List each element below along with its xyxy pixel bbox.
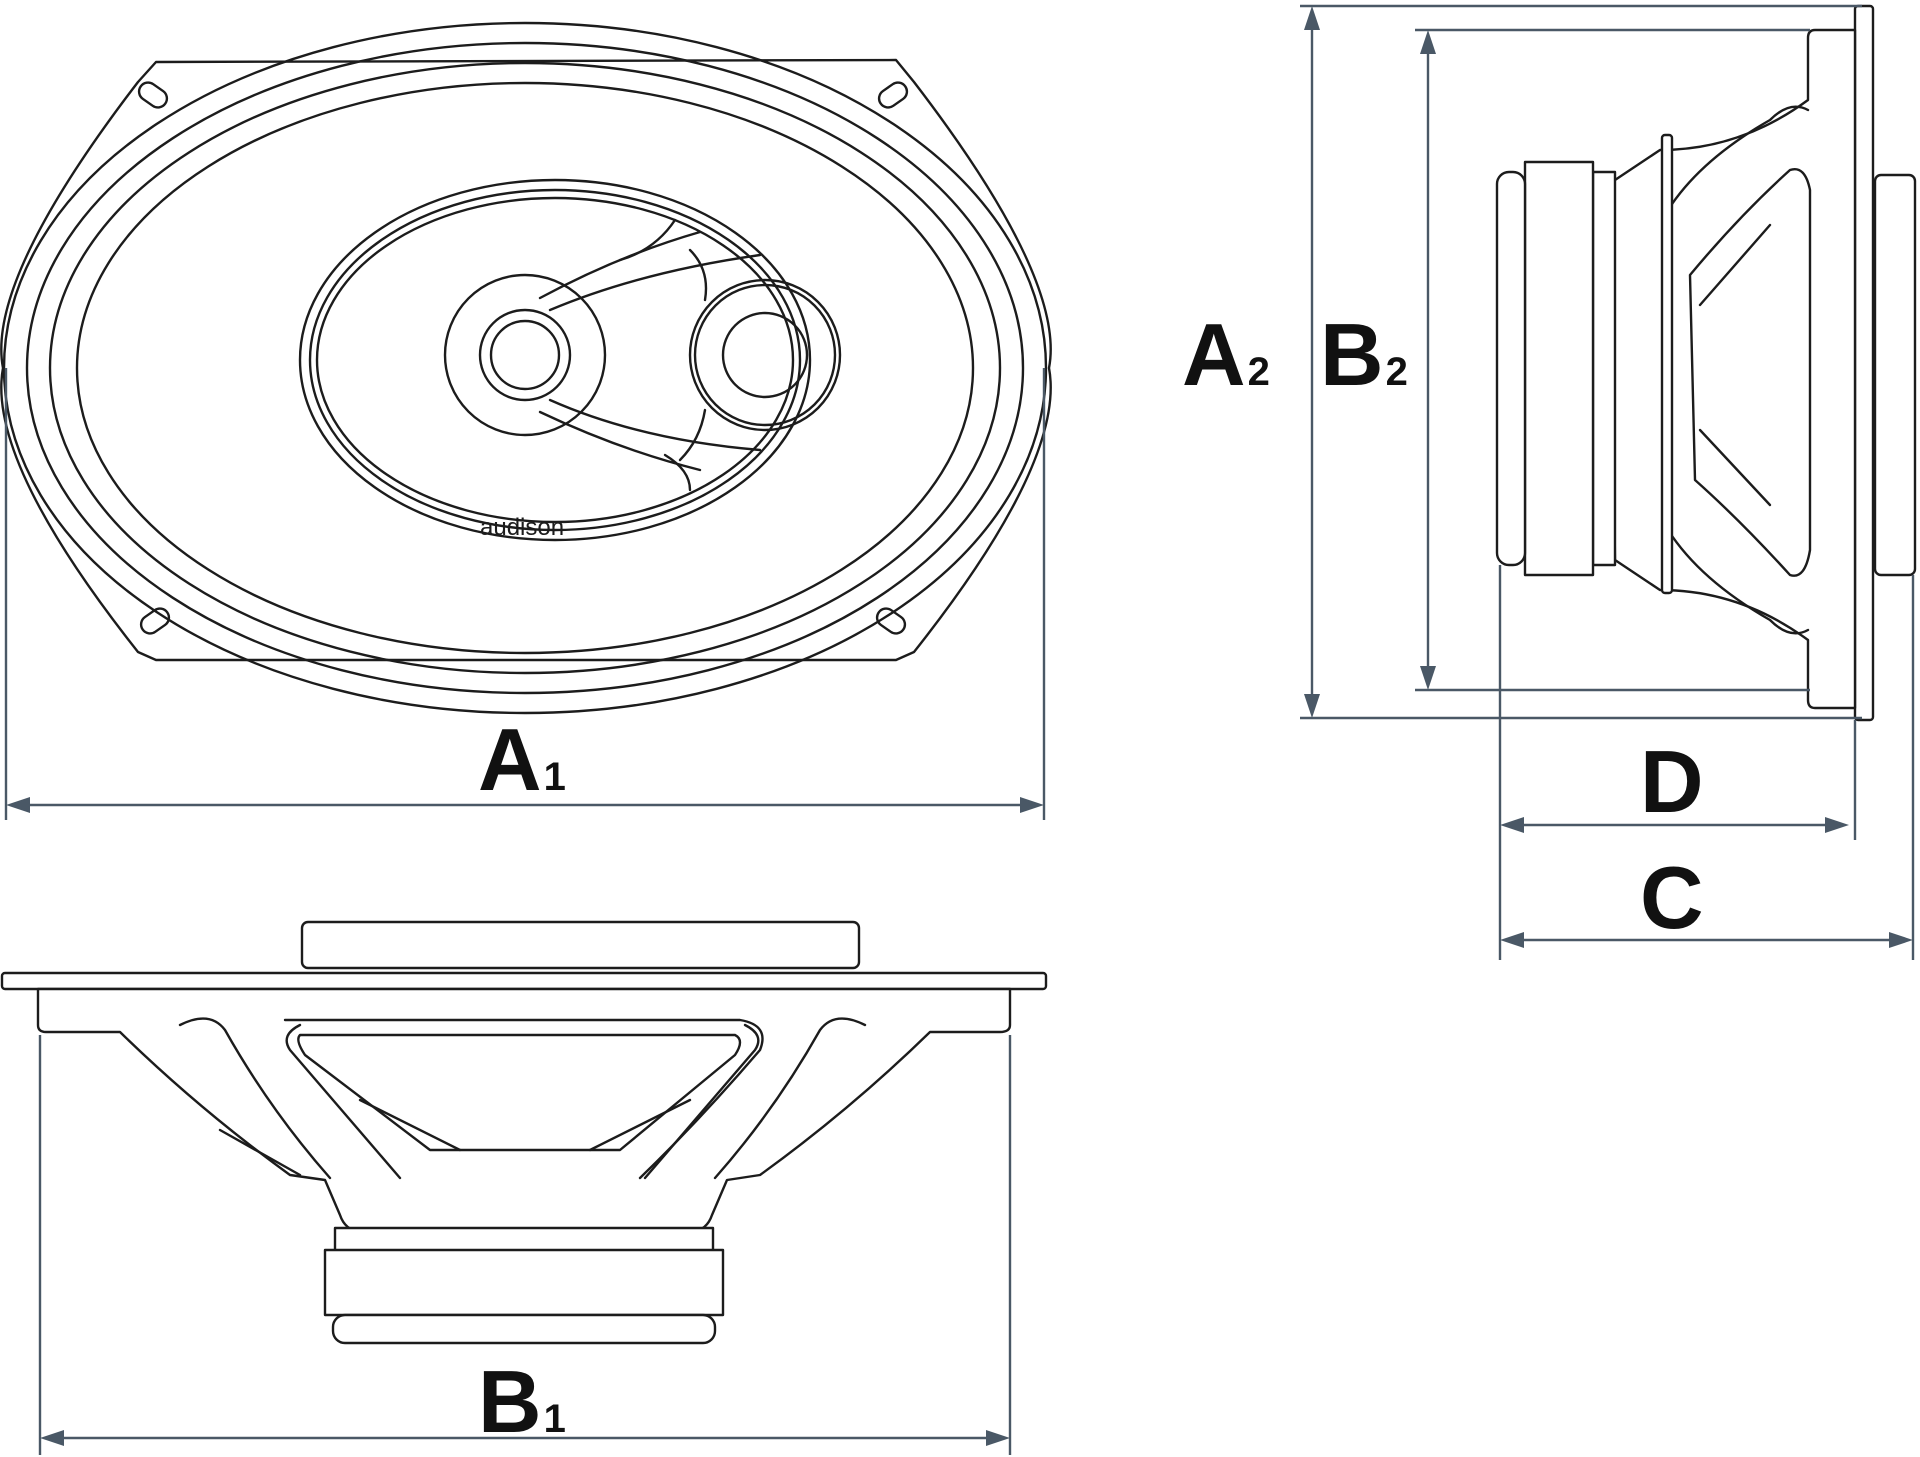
surround-outer xyxy=(25,41,1025,695)
midrange-outer xyxy=(443,273,607,437)
outer-ring xyxy=(2,21,1048,715)
dimension-a1-label: A1 xyxy=(478,710,566,809)
dimension-b1-label: B1 xyxy=(478,1352,566,1451)
dimension-a1: A1 xyxy=(4,368,1046,820)
side-magnet-top-plate xyxy=(1591,170,1617,567)
dimension-b2: B2 xyxy=(1320,28,1810,692)
tweeter-inner xyxy=(693,283,837,427)
dimension-a2-label: A2 xyxy=(1182,305,1270,404)
dimension-d-label: D xyxy=(1640,732,1704,831)
mount-hole-top-left xyxy=(137,81,169,109)
surround-mid xyxy=(48,61,1002,675)
tweeter-dome xyxy=(721,311,809,399)
frame-lip xyxy=(0,971,1048,991)
dimension-b1: B1 xyxy=(38,1035,1012,1455)
mount-hole-bottom-left xyxy=(139,607,171,635)
front-view: audison xyxy=(0,21,1052,715)
cone-edge xyxy=(75,81,975,655)
brand-logo: audison xyxy=(480,514,564,541)
front-flange xyxy=(1853,4,1875,722)
dimension-a2: A2 xyxy=(1182,4,1862,720)
tweeter-protrusion xyxy=(1873,173,1917,577)
magnet-top-plate xyxy=(333,1226,715,1254)
side-magnet xyxy=(1523,160,1595,577)
mounting-holes xyxy=(137,81,909,635)
midrange-dome xyxy=(489,319,561,391)
side-inner-frame xyxy=(1660,133,1674,595)
dimension-d: D xyxy=(1498,565,1857,960)
midrange-inner xyxy=(478,308,572,402)
mount-hole-top-right xyxy=(877,81,909,109)
driver-pod: audison xyxy=(298,178,842,542)
dimension-c: C xyxy=(1500,575,1915,960)
dimension-b2-label: B2 xyxy=(1320,305,1408,404)
tweeter-outer xyxy=(688,278,842,432)
gasket xyxy=(300,920,861,970)
mount-hole-bottom-right xyxy=(875,607,907,635)
magnet xyxy=(323,1248,725,1317)
mounting-flange xyxy=(0,58,1052,662)
dimension-c-label: C xyxy=(1640,848,1704,947)
side-basket xyxy=(1611,28,1857,710)
magnet-back-plate xyxy=(331,1313,717,1345)
side-view-right xyxy=(1495,4,1917,722)
side-magnet-back-plate xyxy=(1495,170,1527,567)
side-view-bottom xyxy=(0,920,1048,1345)
